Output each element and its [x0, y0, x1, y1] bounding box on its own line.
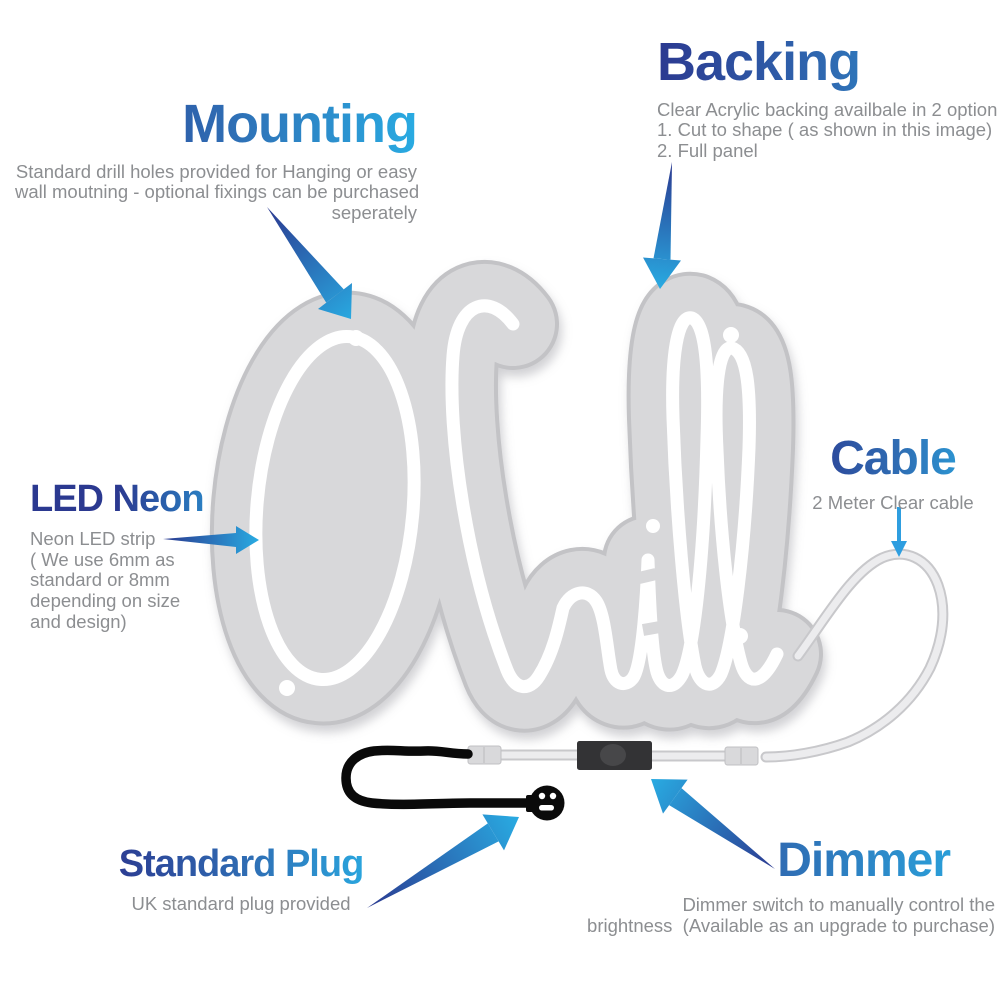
drill-hole [723, 327, 739, 343]
mounting-line: wall moutning - optional fixings can be … [15, 181, 420, 203]
dimmer-annotation: Dimmer Dimmer switch to manually control… [545, 835, 995, 937]
backing-title: Backing [657, 34, 1000, 91]
mounting-title: Mounting [15, 96, 418, 153]
led-neon-line: standard or 8mm [30, 569, 170, 591]
dimmer-line: Dimmer switch to manually control the [682, 894, 995, 916]
cable-line: 2 Meter Clear cable [812, 492, 974, 514]
cable-title: Cable [793, 433, 993, 484]
dimmer-title: Dimmer [545, 835, 995, 886]
plug-pin [549, 792, 557, 800]
plug-arrow [367, 814, 519, 908]
chill-sign [209, 260, 823, 733]
standard-plug-annotation: Standard Plug UK standard plug provided [106, 844, 376, 915]
backing-line: Clear Acrylic backing availbale in 2 opt… [657, 98, 998, 120]
dimmer-switch [577, 741, 652, 770]
led-neon-line: Neon LED strip [30, 527, 156, 549]
led-neon-annotation: LED Neon Neon LED strip ( We use 6mm as … [30, 479, 260, 633]
backing-line: 1. Cut to shape ( as shown in this image… [657, 119, 993, 141]
mounting-annotation: Mounting Standard drill holes provided f… [15, 96, 420, 224]
led-neon-description: Neon LED strip ( We use 6mm as standard … [30, 527, 260, 633]
neon-letters-hill [445, 299, 784, 693]
standard-plug-line: UK standard plug provided [131, 892, 351, 914]
neon-letter-c [249, 330, 421, 686]
led-neon-line: and design) [30, 611, 127, 633]
neon-i-dot [646, 519, 660, 533]
standard-plug-description: UK standard plug provided [106, 892, 376, 915]
backing-description: Clear Acrylic backing availbale in 2 opt… [657, 98, 1000, 162]
uk-plug [526, 785, 565, 821]
drill-hole [279, 680, 295, 696]
led-neon-arrow [163, 526, 259, 554]
neon-tube-gaps [637, 568, 662, 636]
dimmer-arrow [651, 779, 775, 869]
backing-annotation: Backing Clear Acrylic backing availbale … [657, 34, 1000, 162]
cable-description: 2 Meter Clear cable [793, 493, 993, 514]
led-neon-line: depending on size [30, 590, 181, 612]
led-neon-title: LED Neon [30, 479, 260, 520]
backing-fill-c-center [287, 370, 383, 646]
plug-pin [538, 792, 546, 800]
neon-tube [249, 299, 784, 693]
mounting-line: seperately [331, 202, 417, 224]
mounting-arrow [267, 207, 352, 319]
dimmer-line: brightness (Available as an upgrade to p… [587, 915, 995, 937]
plug-pin [539, 805, 554, 811]
backing-arrow [643, 162, 681, 289]
cable-arrow [891, 507, 907, 557]
mounting-line: Standard drill holes provided for Hangin… [15, 160, 417, 182]
backing-line: 2. Full panel [657, 140, 758, 162]
dimmer-button [600, 744, 626, 766]
led-neon-line: ( We use 6mm as [30, 548, 175, 570]
power-cable [341, 745, 565, 821]
cable-connectors [467, 745, 759, 766]
dimmer-description: Dimmer switch to manually control the br… [545, 895, 995, 937]
clear-cable [494, 548, 949, 763]
standard-plug-title: Standard Plug [106, 844, 376, 885]
mounting-description: Standard drill holes provided for Hangin… [15, 160, 420, 224]
cable-annotation: Cable 2 Meter Clear cable [793, 433, 993, 514]
